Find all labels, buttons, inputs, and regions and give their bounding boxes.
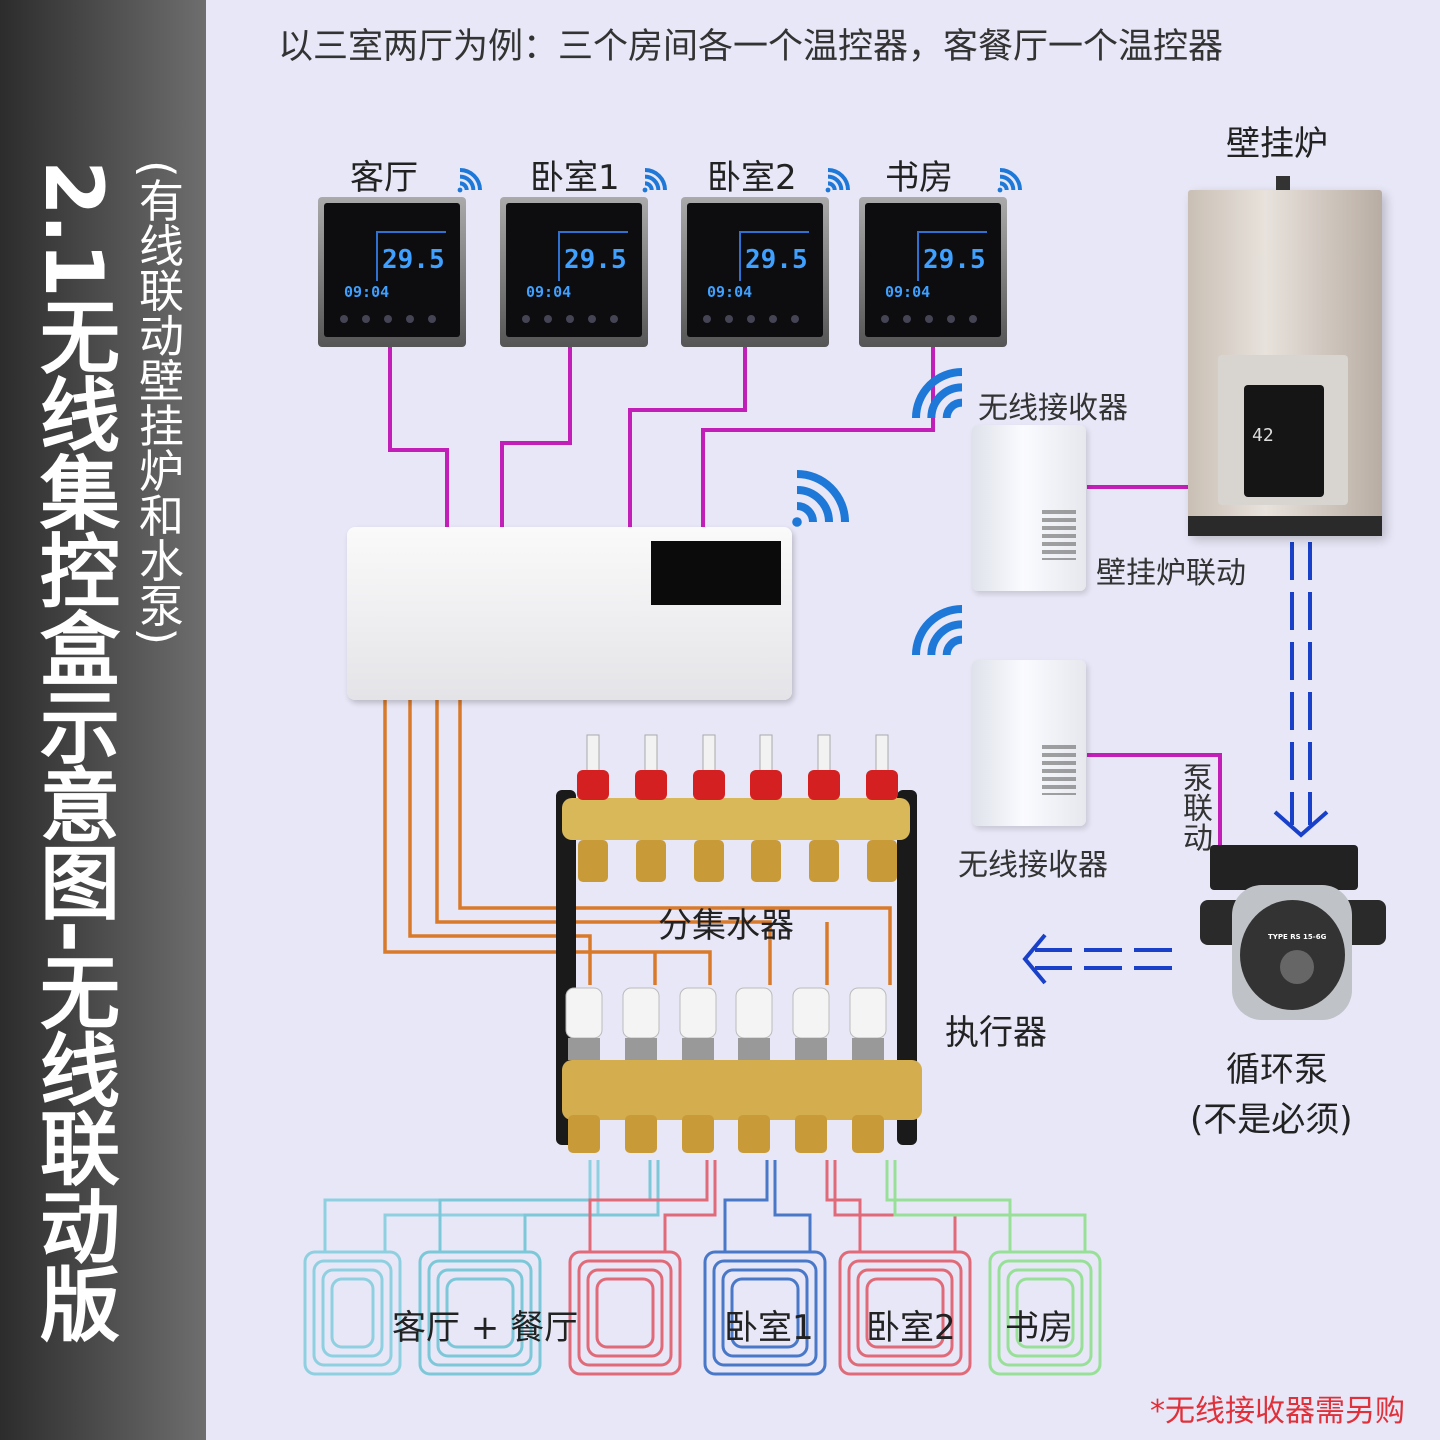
water-flow-arrows <box>1035 542 1312 970</box>
time-readout: 09:04 <box>885 283 931 301</box>
wireless-receiver-boiler <box>972 425 1086 591</box>
zone-label-study: 书房 <box>1005 1308 1073 1348</box>
floor-loop <box>825 1160 972 1376</box>
wifi-icon <box>912 368 963 419</box>
subtitle: (有线联动壁挂炉和水泵) <box>131 160 184 646</box>
supply-outlet <box>867 840 897 882</box>
supply-outlet <box>694 840 724 882</box>
temp-readout: 29.5 <box>382 245 445 275</box>
actuator-base <box>795 1038 827 1060</box>
floor-loop <box>568 1160 717 1376</box>
flowmeter-cap <box>866 770 898 800</box>
actuator <box>849 987 887 1039</box>
wifi-icon <box>825 168 850 193</box>
actuator-base <box>682 1038 714 1060</box>
return-outlet <box>682 1115 714 1153</box>
sidebar <box>0 0 206 1440</box>
control-wires <box>383 700 892 985</box>
flowmeter-cap <box>693 770 725 800</box>
supply-outlet <box>578 840 608 882</box>
flowmeter-gauge <box>817 734 831 774</box>
supply-outlet <box>809 840 839 882</box>
actuator-base <box>852 1038 884 1060</box>
wireless-control-box <box>347 527 792 700</box>
receiver-label-2: 无线接收器 <box>958 848 1108 883</box>
wifi-icon <box>457 168 482 193</box>
flowmeter-gauge <box>644 734 658 774</box>
thermostat-label-bedroom1: 卧室1 <box>530 158 620 198</box>
pump-type: TYPE RS 15-6G <box>1268 933 1327 941</box>
time-readout: 09:04 <box>526 283 572 301</box>
main-title: 2.1无线集控盒示意图-无线联动版 <box>27 160 120 1341</box>
floor-loop <box>703 1160 827 1376</box>
footnote: *无线接收器需另购 <box>1150 1394 1405 1429</box>
boiler: 42 <box>1188 176 1382 536</box>
temp-readout: 29.5 <box>923 245 986 275</box>
pump-note: (不是必须) <box>1190 1100 1353 1140</box>
actuator <box>565 987 603 1039</box>
control-box-display <box>651 541 781 605</box>
temp-readout: 29.5 <box>564 245 627 275</box>
floor-loop <box>418 1160 660 1376</box>
boiler-display: 42 <box>1244 385 1324 497</box>
thermostat-living: 29.5 09:04 <box>318 197 466 347</box>
flowmeter-cap <box>635 770 667 800</box>
return-outlet <box>625 1115 657 1153</box>
wireless-receiver-pump <box>972 660 1086 826</box>
actuator-base <box>738 1038 770 1060</box>
time-readout: 09:04 <box>344 283 390 301</box>
time-readout: 09:04 <box>707 283 753 301</box>
supply-outlet <box>751 840 781 882</box>
floor-heating-loops <box>303 1160 1102 1376</box>
return-outlet <box>795 1115 827 1153</box>
wifi-icon <box>792 470 849 527</box>
thermostat-label-bedroom2: 卧室2 <box>707 158 797 198</box>
actuator <box>735 987 773 1039</box>
temp-readout: 29.5 <box>745 245 808 275</box>
pump-label: 循环泵 <box>1226 1050 1328 1090</box>
receiver-label-1: 无线接收器 <box>978 391 1128 426</box>
pump-link-label: 泵联动 <box>1177 762 1212 852</box>
manifold-label: 分集水器 <box>658 906 794 946</box>
actuator <box>622 987 660 1039</box>
actuator-label: 执行器 <box>945 1013 1047 1053</box>
wifi-icon <box>642 168 667 193</box>
thermostat-study: 29.5 09:04 <box>859 197 1007 347</box>
circulation-pump: TYPE RS 15-6G <box>1200 845 1386 1020</box>
zone-label-bedroom2: 卧室2 <box>866 1308 956 1348</box>
flowmeter-cap <box>577 770 609 800</box>
actuator-base <box>568 1038 600 1060</box>
thermostat-label-study: 书房 <box>885 158 953 198</box>
wifi-icon <box>997 168 1022 193</box>
thermostat-bedroom2: 29.5 09:04 <box>681 197 829 347</box>
flowmeter-cap <box>750 770 782 800</box>
return-outlet <box>568 1115 600 1153</box>
zone-label-bedroom1: 卧室1 <box>724 1308 814 1348</box>
wifi-icon <box>912 605 963 656</box>
boiler-label: 壁挂炉 <box>1226 124 1328 164</box>
flowmeter-gauge <box>875 734 889 774</box>
zone-label-living-dining: 客厅 + 餐厅 <box>392 1308 579 1348</box>
boiler-link-label: 壁挂炉联动 <box>1096 556 1246 591</box>
header-text: 以三室两厅为例：三个房间各一个温控器，客餐厅一个温控器 <box>278 27 1224 67</box>
actuator <box>679 987 717 1039</box>
thermostat-bedroom1: 29.5 09:04 <box>500 197 648 347</box>
actuator-base <box>625 1038 657 1060</box>
return-outlet <box>738 1115 770 1153</box>
return-outlet <box>852 1115 884 1153</box>
signal-wires <box>388 345 1222 850</box>
flowmeter-gauge <box>586 734 600 774</box>
supply-outlet <box>636 840 666 882</box>
thermostat-label-living: 客厅 <box>350 158 418 198</box>
flowmeter-gauge <box>702 734 716 774</box>
floor-loop <box>885 1160 1102 1376</box>
actuator <box>792 987 830 1039</box>
flowmeter-gauge <box>759 734 773 774</box>
flowmeter-cap <box>808 770 840 800</box>
manifold <box>556 734 922 1153</box>
